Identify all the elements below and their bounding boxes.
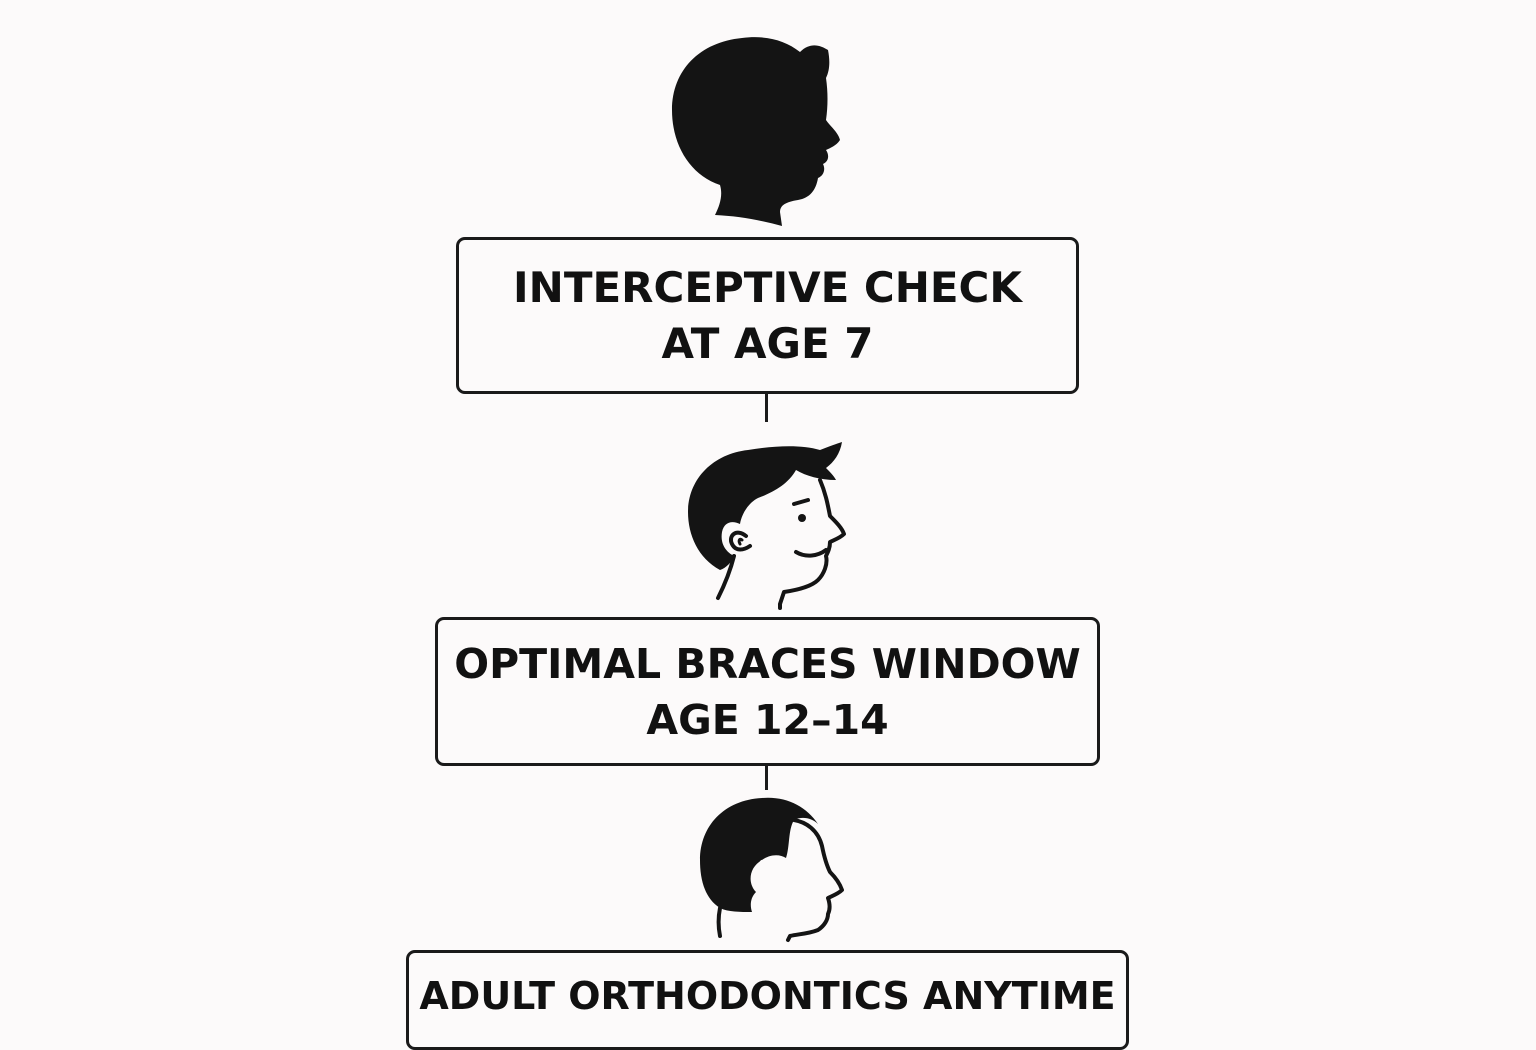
- connector-line: [765, 766, 768, 790]
- stage-box-adult-orthodontics: ADULT ORTHODONTICS ANYTIME: [406, 950, 1129, 1050]
- stage-box-interceptive-check: INTERCEPTIVE CHECK AT AGE 7: [456, 237, 1079, 394]
- child-head-silhouette-icon: [672, 37, 840, 227]
- connector-line: [765, 394, 768, 422]
- teen-head-outline-icon: [688, 442, 846, 610]
- adult-head-profile-icon: [700, 797, 844, 942]
- stage-title: ADULT ORTHODONTICS ANYTIME: [419, 974, 1116, 1018]
- stage-title: OPTIMAL BRACES WINDOW: [454, 639, 1081, 688]
- stage-age: AT AGE 7: [661, 318, 874, 368]
- stage-title: INTERCEPTIVE CHECK: [513, 262, 1022, 312]
- stage-age: AGE 12–14: [646, 695, 889, 744]
- stage-box-optimal-braces-window: OPTIMAL BRACES WINDOW AGE 12–14: [435, 617, 1100, 766]
